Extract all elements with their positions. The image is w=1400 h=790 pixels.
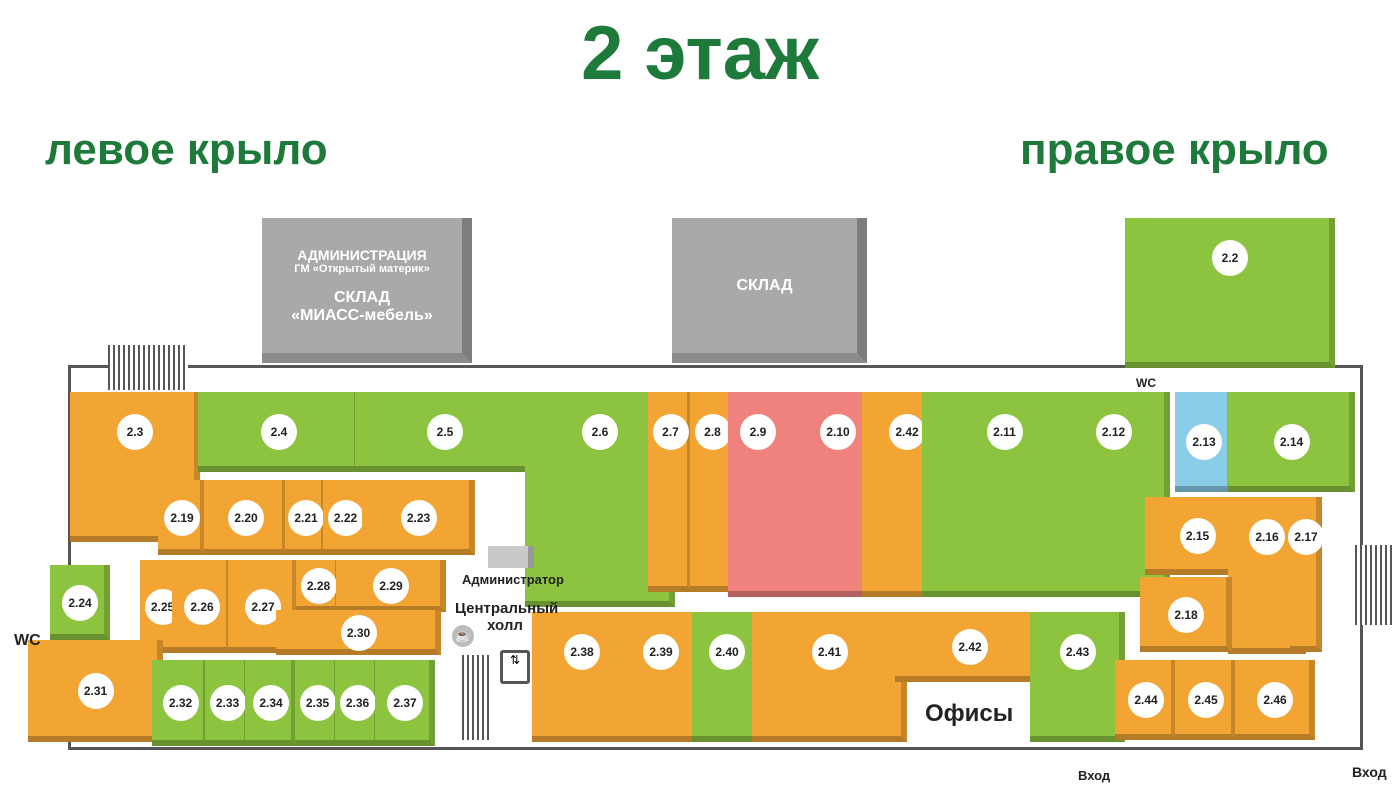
unit-number-badge: 2.4 — [261, 414, 297, 450]
unit-number-badge: 2.34 — [253, 685, 289, 721]
unit-number-badge: 2.15 — [1179, 518, 1216, 554]
unit-number-badge: 2.13 — [1186, 424, 1222, 460]
unit-number-badge: 2.38 — [564, 634, 600, 670]
central-hall-label: Центральный холл — [455, 600, 559, 634]
unit-number-badge: 2.14 — [1273, 424, 1310, 460]
unit-number-badge: 2.27 — [245, 588, 281, 625]
unit-2-41[interactable] — [752, 612, 907, 742]
wc-left: WC — [14, 632, 41, 649]
stairs-right — [1355, 545, 1395, 625]
administration-block[interactable]: АДМИНИСТРАЦИЯ ГМ «Открытый материк» СКЛА… — [262, 218, 472, 363]
unit-number-badge: 2.9 — [740, 414, 776, 450]
left-wing-title: левое крыло — [45, 125, 328, 174]
entrance-right[interactable]: Вход — [1352, 764, 1387, 780]
unit-number-badge: 2.28 — [300, 568, 337, 604]
unit-number-badge: 2.42 — [952, 629, 988, 665]
unit-number-badge: 2.21 — [288, 499, 324, 536]
unit-number-badge: 2.40 — [709, 634, 745, 670]
unit-number-badge: 2.3 — [117, 414, 153, 450]
admin-line-4: «МИАСС-мебель» — [291, 306, 433, 324]
unit-number-badge: 2.29 — [373, 568, 409, 604]
unit-number-badge: 2.2 — [1212, 240, 1248, 276]
unit-number-badge: 2.44 — [1128, 682, 1164, 718]
unit-number-badge: 2.10 — [820, 414, 856, 450]
unit-number-badge: 2.8 — [694, 414, 731, 450]
unit-number-badge: 2.12 — [1095, 414, 1132, 450]
unit-number-badge: 2.33 — [209, 685, 246, 721]
administrator-label: Администратор — [462, 572, 564, 587]
unit-number-badge: 2.30 — [340, 614, 377, 651]
unit-number-badge: 2.26 — [184, 588, 220, 625]
unit-2-14[interactable] — [1228, 392, 1355, 492]
unit-2-45[interactable] — [1175, 660, 1237, 740]
unit-number-badge: 2.22 — [327, 499, 364, 536]
unit-number-badge: 2.24 — [62, 584, 98, 621]
unit-number-badge: 2.16 — [1249, 519, 1285, 555]
stairs-left — [108, 345, 188, 390]
unit-number-badge: 2.36 — [339, 685, 376, 721]
unit-2-43[interactable] — [1030, 612, 1125, 742]
administrator-desk-icon — [488, 546, 534, 568]
unit-number-badge: 2.11 — [986, 414, 1023, 450]
unit-number-badge: 2.46 — [1257, 682, 1293, 718]
unit-number-badge: 2.35 — [299, 685, 336, 721]
unit-number-badge: 2.17 — [1288, 519, 1324, 555]
admin-line-3: СКЛАД — [333, 288, 391, 306]
admin-line-2: ГМ «Открытый материк» — [294, 262, 430, 275]
unit-number-badge: 2.20 — [228, 499, 264, 536]
entrance-center[interactable]: Вход — [1078, 768, 1111, 783]
unit-number-badge: 2.39 — [643, 634, 679, 670]
elevator-icon: ⇅ — [500, 650, 530, 684]
unit-2-23[interactable] — [362, 480, 475, 555]
offices-label: Офисы — [925, 700, 1014, 727]
unit-number-badge: 2.42 — [889, 414, 925, 450]
admin-line-1: АДМИНИСТРАЦИЯ — [297, 246, 427, 263]
unit-number-badge: 2.45 — [1188, 682, 1224, 718]
unit-number-badge: 2.7 — [652, 414, 689, 450]
unit-number-badge: 2.6 — [582, 414, 618, 450]
unit-number-badge: 2.32 — [162, 685, 199, 721]
right-wing-title: правое крыло — [1020, 125, 1329, 174]
unit-number-badge: 2.19 — [164, 499, 200, 536]
wc-right: WC — [1136, 376, 1156, 390]
cafe-icon: ☕ — [452, 625, 474, 647]
unit-number-badge: 2.31 — [77, 673, 114, 709]
warehouse-block[interactable]: СКЛАД — [672, 218, 867, 363]
unit-number-badge: 2.23 — [400, 499, 437, 536]
unit-number-badge: 2.5 — [427, 414, 463, 450]
unit-number-badge: 2.43 — [1059, 634, 1096, 670]
unit-number-badge: 2.37 — [387, 685, 423, 721]
stairs-hall — [462, 655, 492, 740]
page-title: 2 этаж — [581, 11, 819, 96]
unit-number-badge: 2.41 — [811, 634, 848, 670]
unit-number-badge: 2.18 — [1168, 596, 1204, 633]
